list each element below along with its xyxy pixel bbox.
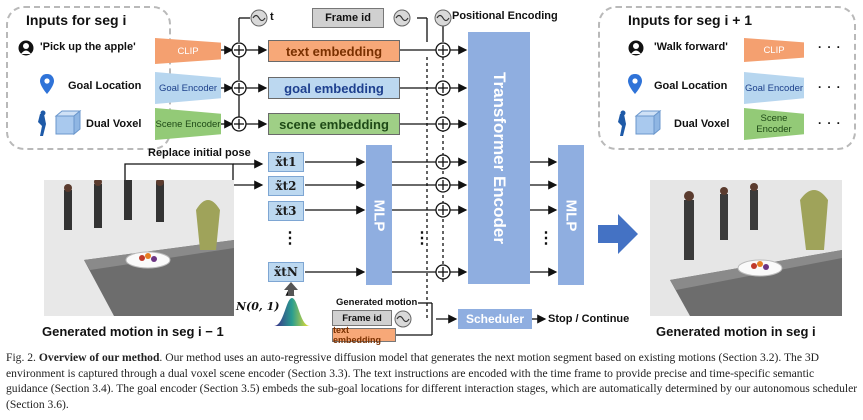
noisy-input-1: x̃t1 <box>268 152 304 172</box>
scheduler-output: Stop / Continue <box>548 313 630 325</box>
next-segment-arrow <box>598 214 638 254</box>
figure-caption: Fig. 2. Overview of our method. Our meth… <box>6 350 858 412</box>
previous-segment-render <box>44 180 234 316</box>
gaussian-noise-icon <box>274 298 310 326</box>
right-ellipsis-1: · · · <box>818 40 842 54</box>
input-mlp: MLP <box>366 145 392 285</box>
output-mlp: MLP <box>558 145 584 285</box>
person-icon-right <box>628 40 644 56</box>
scheduler-frame-id: Frame id <box>332 310 392 326</box>
left-goal-encoder: Goal Encoder <box>155 72 221 104</box>
right-task-text: 'Walk forward' <box>654 41 728 53</box>
right-ellipsis-2: · · · <box>818 80 842 94</box>
scheduler-generated-motion: Generated motion <box>336 297 418 308</box>
right-scene-encoder: Scene Encoder <box>744 108 804 140</box>
left-clip-encoder: CLIP <box>155 38 221 64</box>
noise-label: N(0, 1) <box>236 300 280 313</box>
right-segment-caption: Generated motion in seg i <box>656 324 816 339</box>
goal-embedding-block: goal embedding <box>268 77 400 99</box>
noisy-input-3: x̃t3 <box>268 201 304 221</box>
voxel-person-icon-right <box>618 110 662 136</box>
right-input-title: Inputs for seg i + 1 <box>628 12 753 28</box>
caption-bold: Overview of our method <box>38 351 160 364</box>
location-pin-icon-right <box>628 74 642 94</box>
time-step-label: t <box>270 11 274 23</box>
mlp-dots-2: ⋮ <box>538 230 555 247</box>
person-icon <box>18 40 34 56</box>
left-scene-encoder: Scene Encoder <box>155 108 221 140</box>
voxel-person-icon <box>38 110 82 136</box>
left-voxel-label: Dual Voxel <box>86 118 142 130</box>
transformer-encoder: Transformer Encoder <box>468 32 530 284</box>
left-task-text: 'Pick up the apple' <box>40 41 136 53</box>
scene-illustration-right <box>650 180 842 316</box>
caption-text: . Our method uses an auto-regressive dif… <box>6 351 858 411</box>
replace-initial-pose-label: Replace initial pose <box>148 147 251 159</box>
noisy-input-n: x̃tN <box>268 262 304 282</box>
current-segment-render <box>650 180 842 316</box>
left-segment-caption: Generated motion in seg i − 1 <box>42 324 224 339</box>
connection-lines <box>124 9 638 336</box>
scene-embedding-block: scene embedding <box>268 113 400 135</box>
noisy-input-2: x̃t2 <box>268 176 304 196</box>
right-clip-encoder: CLIP <box>744 38 804 62</box>
text-embedding-block: text embedding <box>268 40 400 62</box>
noisy-input-ellipsis: ⋮ <box>282 230 299 247</box>
scheduler-block: Scheduler <box>458 309 532 329</box>
positional-encoding-label: Positional Encoding <box>452 10 558 22</box>
mlp-dots-1: ⋮ <box>414 230 431 247</box>
right-goal-encoder: Goal Encoder <box>744 72 804 104</box>
location-pin-icon <box>40 74 54 94</box>
left-goal-label: Goal Location <box>68 80 142 92</box>
left-input-panel <box>6 6 171 150</box>
left-input-title: Inputs for seg i <box>26 12 127 28</box>
caption-fig-number: Fig. 2. <box>6 351 36 364</box>
right-voxel-label: Dual Voxel <box>674 118 730 130</box>
right-goal-label: Goal Location <box>654 80 728 92</box>
scene-illustration-left <box>44 180 234 316</box>
right-ellipsis-3: · · · <box>818 116 842 130</box>
frame-id-top: Frame id <box>312 8 384 28</box>
noise-up-arrow <box>284 282 298 296</box>
scheduler-text-embedding: text embedding <box>332 325 396 345</box>
